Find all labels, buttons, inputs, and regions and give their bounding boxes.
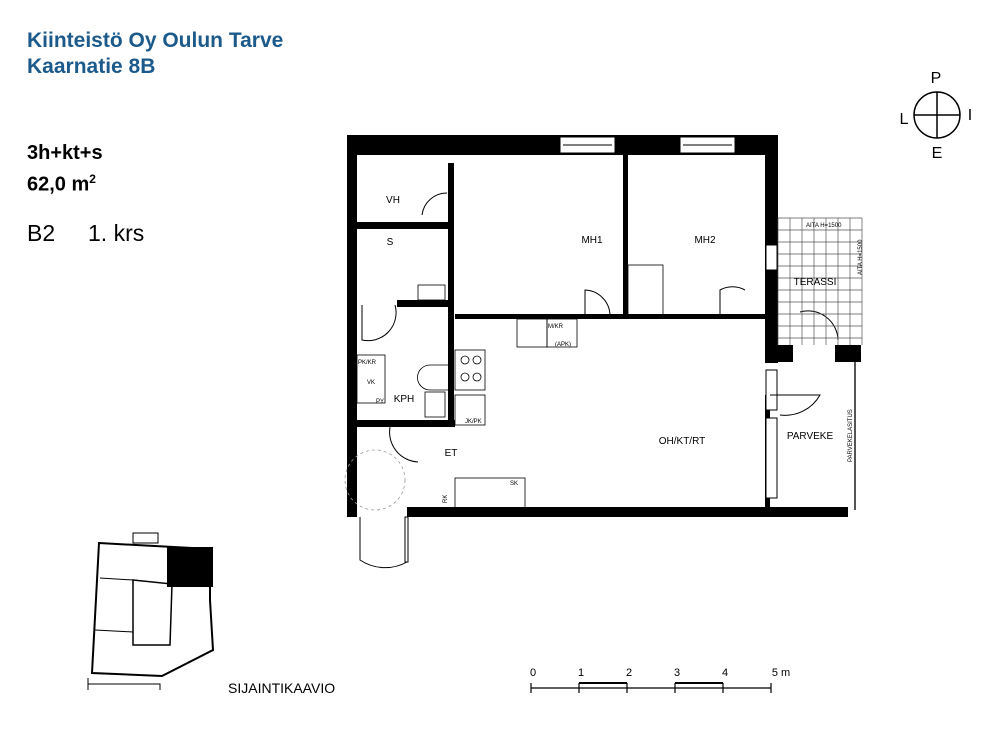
compass-east: I	[968, 107, 972, 124]
room-vh: VH	[386, 195, 400, 206]
label-py: PY	[376, 399, 384, 405]
label-aita-side: AITA H=1500	[858, 239, 864, 275]
room-oh-kt-rt: OH/KT/RT	[659, 436, 705, 447]
floor-label: 1. krs	[88, 220, 145, 246]
apartment-type: 3h+kt+s	[27, 142, 103, 164]
scale-tick-label: 1	[578, 667, 584, 679]
room-et: ET	[445, 448, 458, 459]
compass-south: E	[932, 145, 943, 162]
label-mkr: M/KR	[548, 324, 564, 330]
scale-tick-label: 4	[722, 667, 728, 679]
room-s: S	[387, 237, 394, 248]
room-terassi: TERASSI	[794, 277, 837, 288]
compass-west: L	[900, 111, 909, 128]
project-address: Kaarnatie 8B	[27, 55, 156, 78]
scale-tick-label: 2	[626, 667, 632, 679]
scale-bar	[530, 682, 772, 693]
room-mh1: MH1	[581, 235, 603, 246]
scale-tick-label: 0	[530, 667, 536, 679]
windows	[559, 136, 778, 499]
site-plan	[87, 532, 215, 690]
site-plan-label: SIJAINTIKAAVIO	[228, 680, 336, 696]
apartment-area: 62,0 m2	[27, 172, 96, 196]
terrace-grid	[777, 217, 863, 345]
scale-tick-label: 5 m	[772, 667, 790, 679]
scale-tick-label: 3	[674, 667, 680, 679]
apartment-id: B2	[27, 220, 56, 246]
label-aita-top: AITA H=1500	[806, 223, 842, 229]
compass-north: P	[931, 70, 942, 87]
label-rk: RK	[443, 495, 449, 503]
label-apk: (APK)	[555, 342, 571, 348]
label-jkpk: JK/PK	[465, 419, 482, 425]
room-kph: KPH	[394, 394, 415, 405]
compass-icon	[913, 91, 961, 139]
room-mh2: MH2	[694, 235, 716, 246]
fixtures	[344, 264, 664, 511]
project-title: Kiinteistö Oy Oulun Tarve	[27, 29, 284, 52]
label-vk: VK	[367, 380, 375, 386]
label-parvekelasitus: PARVEKELASITUS	[848, 409, 854, 462]
label-sk: SK	[510, 481, 518, 487]
room-parveke: PARVEKE	[787, 431, 834, 442]
label-pkkr: PK/KR	[358, 360, 377, 366]
